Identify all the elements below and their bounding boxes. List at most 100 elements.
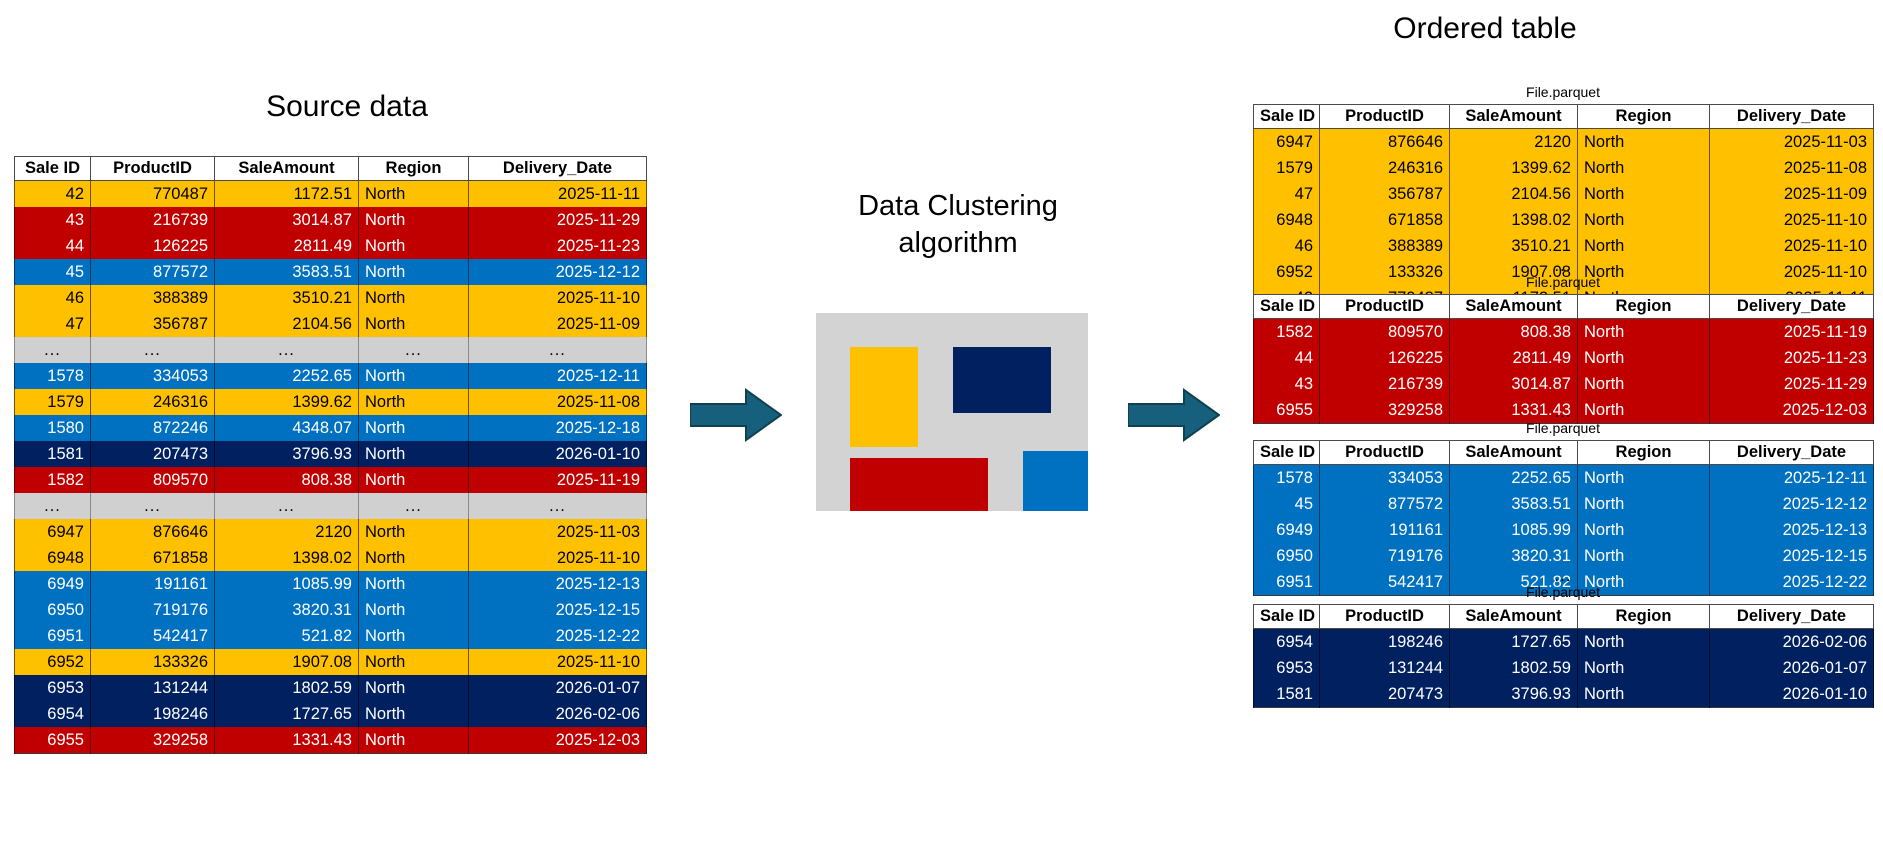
table-cell: 1727.65 — [1449, 628, 1578, 655]
table-cell: North — [1577, 181, 1710, 207]
algorithm-label: Data Clustering algorithm — [818, 188, 1098, 262]
table-cell: 2025-11-10 — [1709, 233, 1874, 259]
ordered-separator-dots-3: ... — [1554, 566, 1572, 585]
table-cell: ... — [358, 337, 469, 363]
table-cell: North — [358, 649, 469, 675]
table-cell: 198246 — [90, 701, 215, 727]
cluster-rect-navy — [953, 347, 1051, 413]
cluster-rect-red — [850, 458, 988, 511]
table-cell: 521.82 — [214, 623, 359, 649]
table-cell: ... — [468, 493, 647, 519]
table-cell: North — [1577, 155, 1710, 181]
table-cell: 2025-12-13 — [1709, 517, 1874, 543]
table-cell: 2811.49 — [214, 233, 359, 259]
table-cell: 2025-12-03 — [1709, 397, 1874, 424]
table-cell: 329258 — [90, 727, 215, 754]
table-cell: 1398.02 — [214, 545, 359, 571]
table-cell: 6954 — [1253, 628, 1320, 655]
table-cell: 46 — [14, 285, 91, 311]
column-header-sale-id: Sale ID — [1253, 604, 1320, 629]
table-cell: 216739 — [1319, 371, 1450, 397]
table-cell: 1581 — [1253, 681, 1320, 708]
table-cell: North — [1577, 464, 1710, 491]
table-cell: 2025-12-13 — [468, 571, 647, 597]
table-cell: 2025-12-12 — [468, 259, 647, 285]
table-cell: 6951 — [1253, 569, 1320, 596]
table-cell: 2120 — [214, 519, 359, 545]
table-cell: 1579 — [1253, 155, 1320, 181]
table-cell: 131244 — [90, 675, 215, 701]
table-cell: 2025-11-03 — [1709, 128, 1874, 155]
table-cell: North — [1577, 345, 1710, 371]
table-cell: 2025-11-10 — [468, 649, 647, 675]
algorithm-label-line2: algorithm — [898, 227, 1018, 260]
table-cell: 198246 — [1319, 628, 1450, 655]
column-header-sale-amount: SaleAmount — [1449, 294, 1578, 319]
ordered-separator-dots-1: ... — [1554, 256, 1572, 275]
table-cell: 4348.07 — [214, 415, 359, 441]
clustering-diagram — [816, 313, 1088, 511]
table-cell: 542417 — [90, 623, 215, 649]
table-cell: 2025-12-15 — [1709, 543, 1874, 569]
table-cell: 521.82 — [1449, 569, 1578, 596]
table-cell: ... — [214, 493, 359, 519]
table-cell: 2025-11-19 — [1709, 318, 1874, 345]
source-data-title: Source data — [266, 90, 428, 123]
table-cell: North — [358, 311, 469, 337]
column-header-sale-amount: SaleAmount — [214, 156, 359, 181]
table-cell: ... — [90, 337, 215, 363]
table-cell: 671858 — [90, 545, 215, 571]
table-cell: 131244 — [1319, 655, 1450, 681]
table-cell: North — [358, 415, 469, 441]
table-cell: 216739 — [90, 207, 215, 233]
table-cell: North — [358, 597, 469, 623]
file-parquet-label: File.parquet — [1526, 584, 1600, 600]
table-cell: 3583.51 — [214, 259, 359, 285]
table-cell: 207473 — [90, 441, 215, 467]
table-cell: 1331.43 — [1449, 397, 1578, 424]
table-cell: 1581 — [14, 441, 91, 467]
table-cell: 126225 — [90, 233, 215, 259]
table-cell: North — [358, 675, 469, 701]
table-cell: North — [358, 363, 469, 389]
table-row-ellipsis: ............... — [14, 337, 647, 363]
table-cell: North — [1577, 569, 1710, 596]
table-cell: 191161 — [1319, 517, 1450, 543]
table-cell: 6954 — [14, 701, 91, 727]
table-cell: 45 — [14, 259, 91, 285]
table-cell: 542417 — [1319, 569, 1450, 596]
table-cell: 3796.93 — [214, 441, 359, 467]
table-cell: 6947 — [14, 519, 91, 545]
arrow-source-to-algorithm — [689, 388, 783, 442]
table-cell: 6949 — [14, 571, 91, 597]
table-cell: 2025-11-09 — [1709, 181, 1874, 207]
table-cell: North — [358, 207, 469, 233]
column-header-delivery-date: Delivery_Date — [1709, 294, 1874, 319]
table-cell: 126225 — [1319, 345, 1450, 371]
algorithm-label-line1: Data Clustering — [858, 190, 1058, 222]
table-cell: 1398.02 — [1449, 207, 1578, 233]
